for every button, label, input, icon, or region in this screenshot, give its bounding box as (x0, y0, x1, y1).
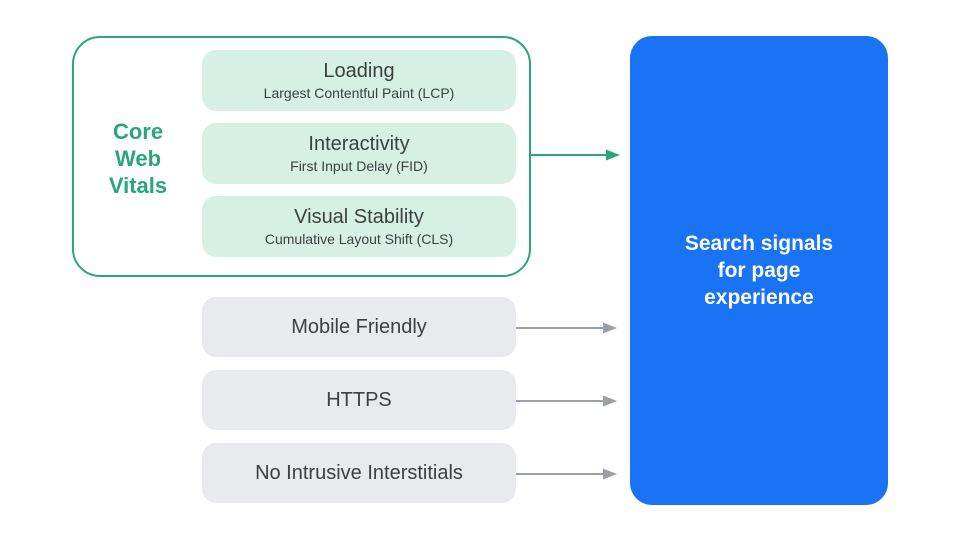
core-web-vitals-group-outline (72, 36, 531, 277)
vital-subtitle-lcp: Largest Contentful Paint (LCP) (263, 85, 455, 101)
vital-subtitle-fid: First Input Delay (FID) (290, 158, 428, 174)
arrow-core-web-vitals (530, 149, 620, 161)
vital-box-visual-stability: Visual Stability Cumulative Layout Shift… (202, 196, 516, 257)
arrow-https (516, 395, 617, 407)
signal-label-no-intrusive-interstitials: No Intrusive Interstitials (255, 461, 463, 484)
vital-box-interactivity: Interactivity First Input Delay (FID) (202, 123, 516, 184)
signal-box-no-intrusive-interstitials: No Intrusive Interstitials (202, 443, 516, 503)
arrow-mobile-friendly (516, 322, 617, 334)
signal-box-mobile-friendly: Mobile Friendly (202, 297, 516, 357)
vital-title-loading: Loading (323, 60, 395, 82)
vital-title-visual-stability: Visual Stability (294, 206, 424, 228)
vital-subtitle-cls: Cumulative Layout Shift (CLS) (264, 231, 454, 247)
signal-label-https: HTTPS (326, 388, 392, 411)
arrow-no-intrusive-interstitials (516, 468, 617, 480)
core-web-vitals-label: Core Web Vitals (108, 119, 168, 198)
vital-title-interactivity: Interactivity (308, 133, 410, 155)
result-label: Search signals for page experience (684, 232, 834, 309)
signal-label-mobile-friendly: Mobile Friendly (291, 315, 427, 338)
result-box-search-signals: Search signals for page experience (630, 36, 888, 505)
signal-box-https: HTTPS (202, 370, 516, 430)
vital-box-loading: Loading Largest Contentful Paint (LCP) (202, 50, 516, 111)
